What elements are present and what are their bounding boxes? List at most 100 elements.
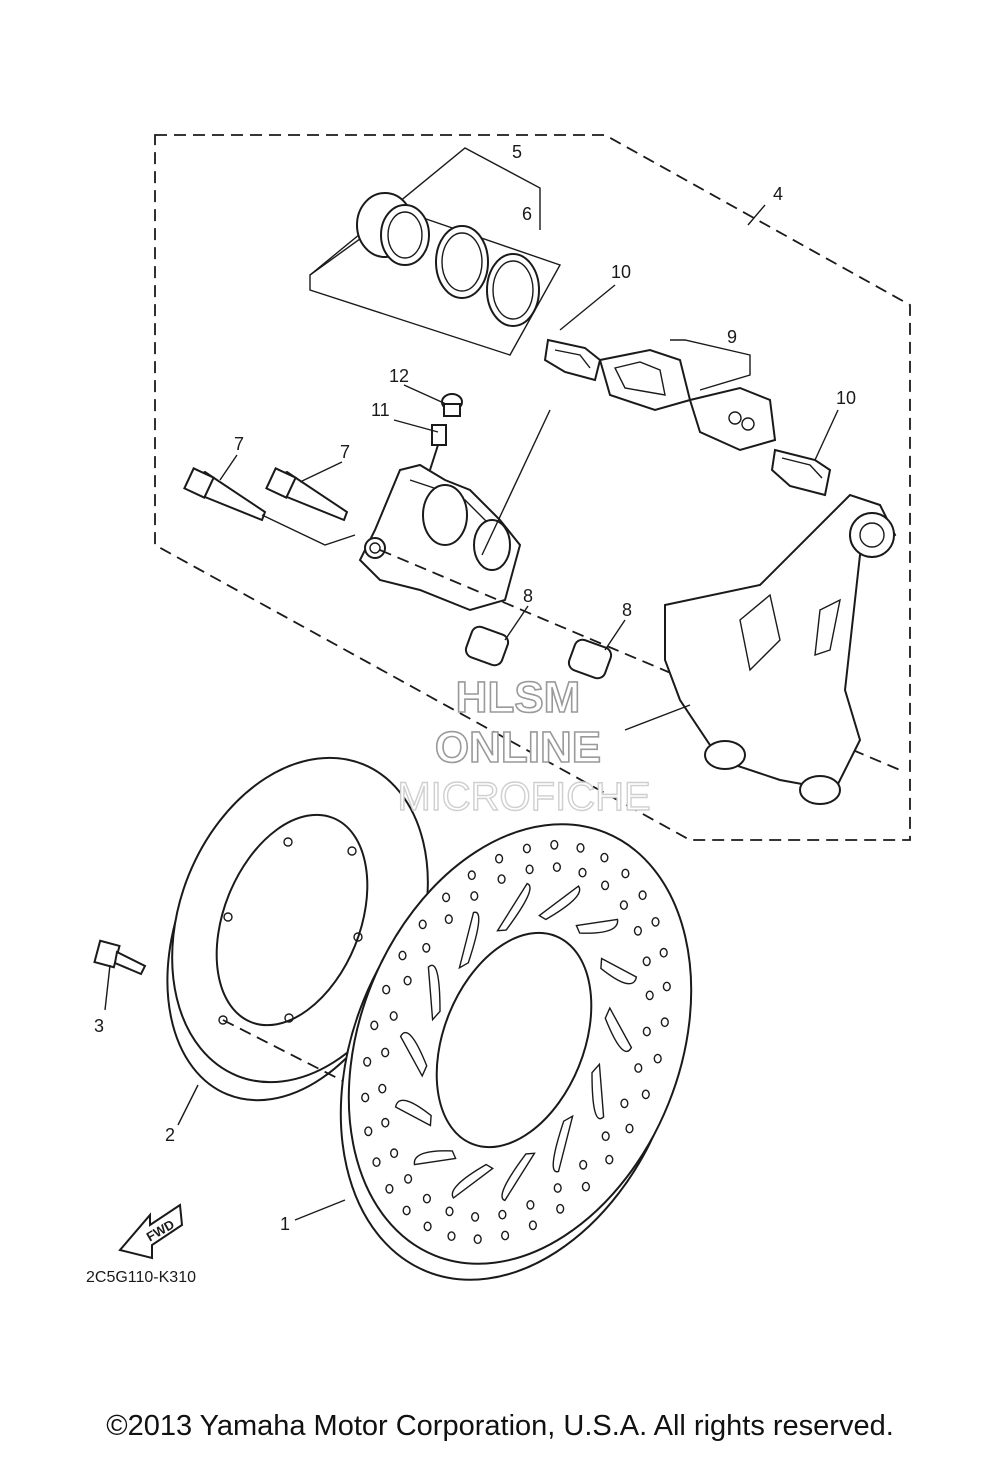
disc-hole: [381, 1117, 390, 1128]
watermark-line-1: HLSM: [456, 673, 581, 722]
caliper-assembly-boundary: [154, 134, 911, 841]
disc-hole: [556, 1203, 565, 1214]
disc-hole: [495, 853, 504, 864]
bleed-screw-cap: [441, 393, 463, 417]
disc-hole: [498, 1209, 507, 1220]
disc-hole: [404, 1174, 413, 1184]
disc-hole: [601, 1131, 610, 1142]
callout-leaders: [104, 204, 839, 1221]
boots: [379, 549, 901, 771]
disc-hole: [620, 1098, 629, 1109]
disc-vent: [413, 1150, 457, 1166]
disc-hole: [660, 1017, 669, 1028]
copyright-notice: ©2013 Yamaha Motor Corporation, U.S.A. A…: [106, 1410, 894, 1442]
callout-7-right: 7: [340, 442, 350, 462]
disc-hole: [645, 990, 654, 1001]
callout-2: 2: [165, 1125, 175, 1145]
disc-vent: [552, 1114, 574, 1173]
disc-vent: [458, 911, 480, 970]
disc-hole: [372, 1157, 381, 1168]
piston: [356, 192, 430, 266]
disc-vent: [604, 1006, 633, 1053]
disc-hole: [634, 1063, 643, 1073]
disc-vent: [538, 885, 581, 921]
callout-9: 9: [727, 327, 737, 347]
disc-hole: [642, 1026, 651, 1037]
disc-vent: [496, 882, 531, 932]
disc-hole: [552, 862, 562, 872]
callout-11: 11: [371, 400, 390, 420]
brake-pads: [598, 339, 777, 452]
callout-7-left: 7: [234, 434, 244, 454]
piston-seals: [435, 225, 540, 327]
disc-hole: [447, 1231, 456, 1242]
disc-vent: [501, 1152, 536, 1202]
callout-3: 3: [94, 1016, 104, 1036]
disc-vent: [394, 1099, 432, 1127]
disc-hole: [418, 919, 427, 930]
disc-hole: [578, 867, 587, 878]
disc-hole: [370, 1020, 379, 1031]
disc-hole: [579, 1159, 588, 1170]
pad-shims: [543, 338, 832, 497]
callout-10-top: 10: [611, 262, 631, 282]
disc-hole: [363, 1056, 372, 1067]
disc-hole: [402, 1205, 411, 1216]
disc-vents: [394, 882, 638, 1202]
disc-hole: [422, 1193, 432, 1204]
disc-bolt: [93, 939, 147, 976]
disc-hole: [553, 1183, 562, 1193]
disc-hole: [581, 1181, 591, 1192]
disc-hole: [470, 891, 479, 901]
callout-10-bottom: 10: [836, 388, 856, 408]
callout-12: 12: [389, 366, 409, 386]
disc-hole: [528, 1220, 538, 1231]
disc-hole: [633, 925, 643, 936]
disc-hole: [403, 975, 412, 986]
disc-vent: [591, 1062, 605, 1120]
disc-vent: [600, 957, 638, 985]
disc-hole: [381, 1047, 390, 1058]
disc-hole: [467, 870, 476, 881]
callout-8-left: 8: [523, 586, 533, 606]
callout-6: 6: [522, 204, 532, 224]
watermark-line-3: MICROFICHE: [397, 775, 650, 819]
fwd-arrow: FWD: [118, 1203, 184, 1260]
disc-hole: [378, 1083, 387, 1094]
callout-5: 5: [512, 142, 522, 162]
watermark: HLSM ONLINE MICROFICHE: [397, 672, 652, 820]
callout-4: 4: [773, 184, 783, 204]
disc-hole: [625, 1123, 634, 1134]
slide-pins: [183, 467, 356, 546]
disc-hole: [389, 1011, 398, 1021]
disc-vent: [399, 1031, 428, 1078]
disc-hole: [364, 1126, 373, 1137]
disc-hole: [385, 1183, 394, 1194]
disc-vent: [427, 964, 441, 1022]
disc-hole: [525, 864, 534, 875]
disc-hole: [442, 892, 451, 903]
watermark-line-2: ONLINE: [435, 723, 601, 772]
disc-hole: [361, 1092, 370, 1103]
disc-hole: [390, 1148, 399, 1159]
disc-vent: [575, 918, 619, 934]
disc-hole: [473, 1234, 482, 1245]
callout-8-right: 8: [622, 600, 632, 620]
disc-hole: [522, 843, 532, 854]
caliper-body: [358, 409, 551, 612]
disc-hole: [659, 947, 668, 958]
disc-hole: [576, 843, 585, 853]
disc-hole: [662, 981, 671, 992]
drawing-code: 2C5G110-K310: [86, 1269, 196, 1286]
disc-holes: [361, 839, 671, 1245]
disc-hole: [619, 900, 629, 910]
callout-1: 1: [280, 1214, 290, 1234]
disc-hole: [422, 942, 431, 953]
disc-hole: [382, 984, 391, 995]
disc-hole: [471, 1212, 480, 1222]
disc-hole: [638, 890, 647, 901]
disc-hole: [653, 1053, 662, 1064]
disc-vent: [451, 1163, 494, 1199]
disc-hole: [445, 1206, 454, 1217]
